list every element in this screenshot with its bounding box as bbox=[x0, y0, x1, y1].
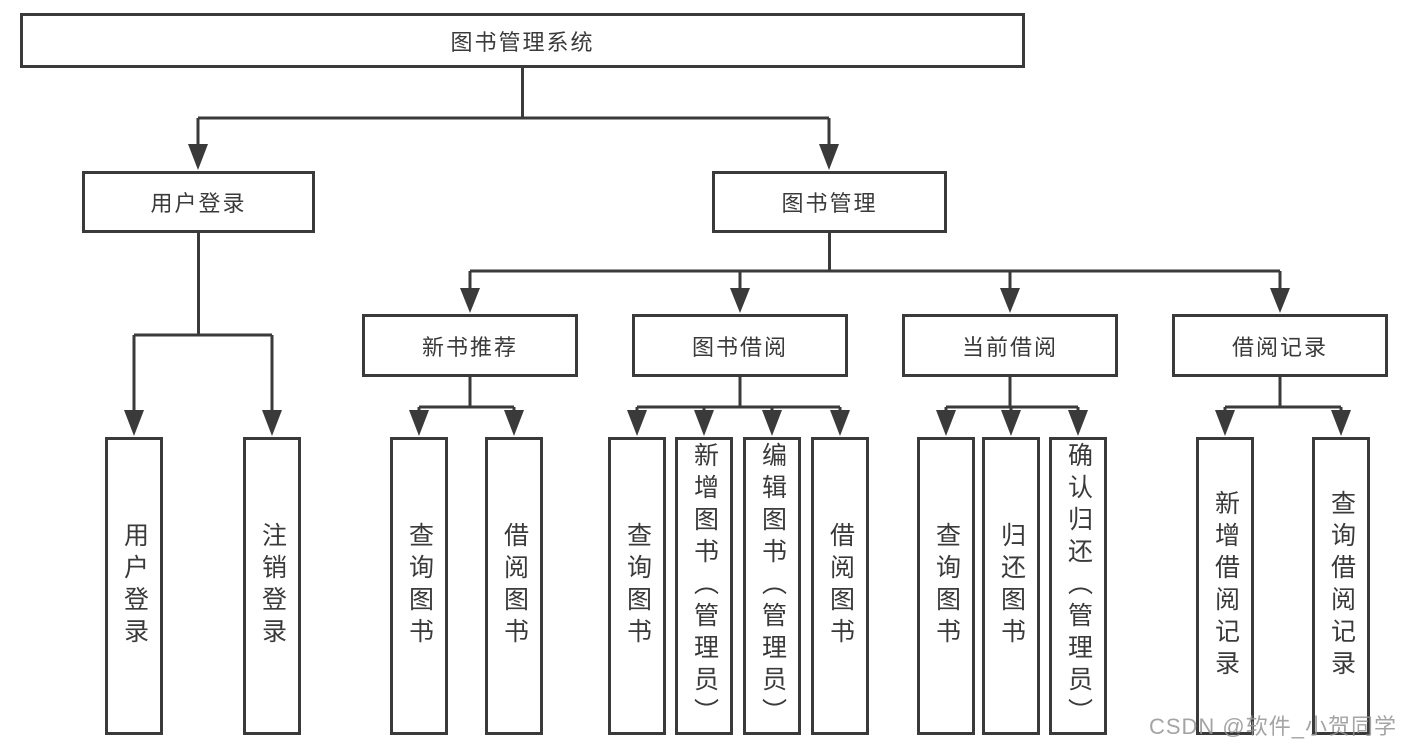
arrowhead bbox=[262, 410, 282, 436]
leaf-label: 新增借阅记录 bbox=[1211, 490, 1240, 682]
connector-newbook-to-leaves bbox=[417, 377, 516, 411]
node-borrow-records: 借阅记录 bbox=[1172, 314, 1388, 377]
node-book-borrow: 图书借阅 bbox=[632, 314, 848, 377]
node-label: 图书管理 bbox=[781, 191, 878, 216]
node-book-management-branch: 图书管理 bbox=[712, 171, 947, 233]
leaf-label: 用户登录 bbox=[120, 522, 149, 650]
arrowhead bbox=[1331, 410, 1351, 436]
leaf-label: 查询图书 bbox=[405, 522, 434, 650]
leaf-edit-books-admin: 编辑图书（管理员） bbox=[743, 437, 801, 735]
node-label: 图书借阅 bbox=[691, 334, 788, 360]
node-library-management-system: 图书管理系统 bbox=[20, 13, 1025, 68]
leaf-label: 查询图书 bbox=[932, 522, 961, 650]
leaf-query-books-2: 查询图书 bbox=[608, 437, 666, 735]
leaf-label: 查询借阅记录 bbox=[1327, 490, 1356, 682]
leaf-query-books-1: 查询图书 bbox=[390, 437, 448, 735]
arrowhead bbox=[936, 410, 956, 436]
leaf-add-books-admin: 新增图书（管理员） bbox=[675, 437, 733, 735]
leaf-label: 新增图书（管理员） bbox=[690, 442, 719, 730]
node-label: 借阅记录 bbox=[1231, 334, 1328, 360]
leaf-borrow-books-2: 借阅图书 bbox=[811, 437, 869, 735]
leaf-label: 注销登录 bbox=[258, 522, 287, 650]
node-label: 用户登录 bbox=[150, 191, 247, 216]
arrowhead bbox=[1068, 410, 1088, 436]
connector-root-to-level2 bbox=[196, 68, 831, 145]
connector-bookmgmt-to-groups bbox=[468, 233, 1282, 289]
node-current-borrow: 当前借阅 bbox=[902, 314, 1118, 377]
leaf-borrow-books-1: 借阅图书 bbox=[485, 437, 543, 735]
connector-records-to-leaves bbox=[1223, 377, 1343, 411]
node-user-login-branch: 用户登录 bbox=[82, 171, 315, 233]
connector-bookborrow-to-leaves bbox=[635, 377, 842, 411]
leaf-confirm-return-admin: 确认归还（管理员） bbox=[1049, 437, 1107, 735]
arrowhead bbox=[1270, 288, 1290, 313]
node-label: 新书推荐 bbox=[421, 334, 518, 360]
arrowhead bbox=[819, 144, 839, 170]
node-new-book-recommend: 新书推荐 bbox=[362, 314, 578, 377]
leaf-label: 归还图书 bbox=[997, 522, 1026, 650]
leaf-label: 借阅图书 bbox=[826, 522, 855, 650]
leaf-label: 借阅图书 bbox=[500, 522, 529, 650]
leaf-query-books-3: 查询图书 bbox=[917, 437, 975, 735]
leaf-label: 查询图书 bbox=[623, 522, 652, 650]
arrowhead bbox=[762, 410, 782, 436]
arrowhead bbox=[1001, 410, 1021, 436]
connector-userlogin-to-leaves bbox=[132, 233, 274, 411]
leaf-logout: 注销登录 bbox=[243, 437, 301, 735]
connector-currentborrow-to-leaves bbox=[944, 377, 1080, 411]
arrowhead bbox=[409, 410, 429, 436]
leaf-return-books: 归还图书 bbox=[982, 437, 1040, 735]
arrowhead bbox=[1000, 288, 1020, 313]
arrowhead bbox=[124, 410, 144, 436]
leaf-label: 确认归还（管理员） bbox=[1064, 442, 1093, 730]
leaf-add-borrow-record: 新增借阅记录 bbox=[1196, 437, 1254, 735]
arrowhead bbox=[460, 288, 480, 313]
node-label: 图书管理系统 bbox=[450, 29, 595, 55]
arrowhead bbox=[730, 288, 750, 313]
arrowhead bbox=[188, 144, 208, 170]
arrowhead bbox=[504, 410, 524, 436]
leaf-label: 编辑图书（管理员） bbox=[758, 442, 787, 730]
node-label: 当前借阅 bbox=[961, 334, 1058, 360]
leaf-query-borrow-record: 查询借阅记录 bbox=[1312, 437, 1370, 735]
leaf-user-login: 用户登录 bbox=[105, 437, 163, 735]
csdn-watermark: CSDN @软件_小贺同学 bbox=[1148, 714, 1397, 739]
arrowhead bbox=[627, 410, 647, 436]
arrowhead bbox=[694, 410, 714, 436]
arrowhead bbox=[830, 410, 850, 436]
arrowhead bbox=[1215, 410, 1235, 436]
